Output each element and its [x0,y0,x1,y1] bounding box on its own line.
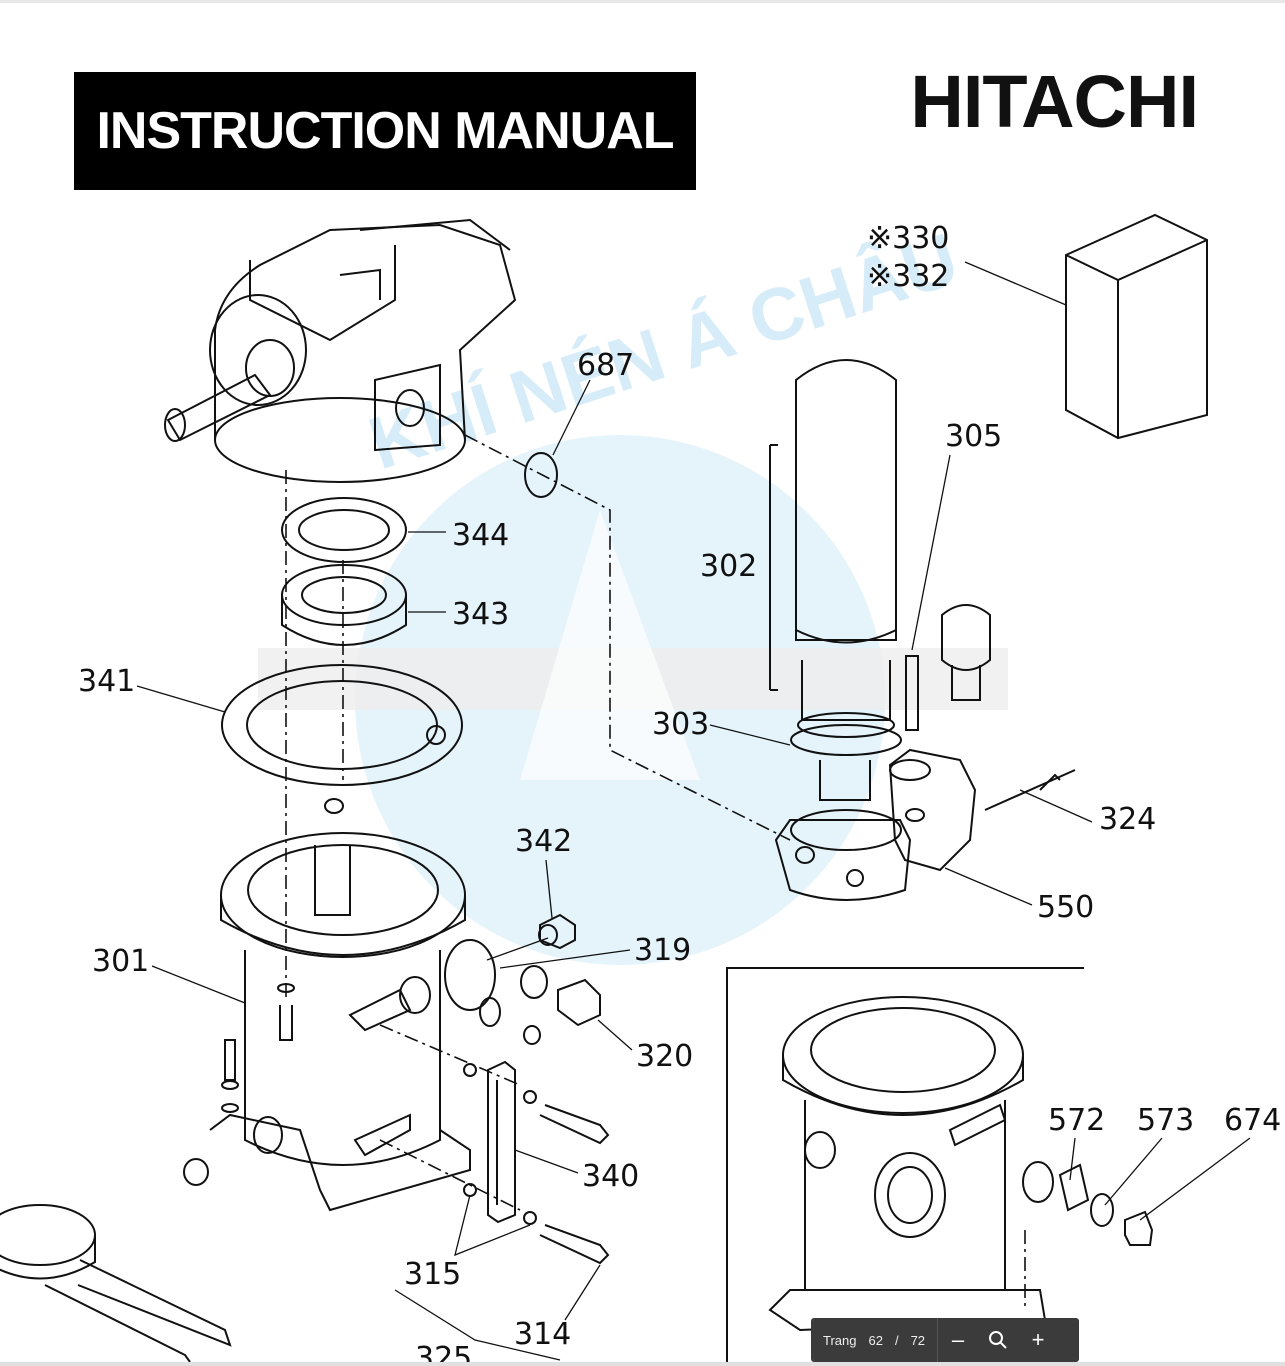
leader-lines [136,261,1251,1361]
magnifier-icon [989,1331,1007,1349]
part-label-341: 341 [78,664,135,699]
page-indicator: Trang 62 / 72 [811,1318,937,1362]
top-border [0,0,1285,3]
total-pages: 72 [910,1332,926,1348]
zoom-button[interactable] [978,1318,1018,1362]
toolbar-divider [937,1318,939,1362]
gasket-341 [221,664,463,786]
part-label-314: 314 [514,1317,571,1352]
page-label: Trang [823,1332,857,1348]
part-label-674: 674 [1224,1103,1281,1138]
page-separator: / [894,1332,899,1348]
oring-687 [524,452,558,498]
minus-icon: – [951,1327,965,1352]
part-label-572: 572 [1048,1103,1105,1138]
valve-assembly [888,604,1076,872]
part-label-305: 305 [945,419,1002,454]
box-330-332 [1065,213,1208,440]
part-label-687: 687 [577,348,634,383]
part-label-303: 303 [652,707,709,742]
part-label-301: 301 [92,944,149,979]
manual-title-box: INSTRUCTION MANUAL [74,72,696,190]
part-label-340: 340 [582,1159,639,1194]
part-label-550: 550 [1037,890,1094,925]
zoom-in-button[interactable]: + [1018,1318,1058,1362]
compressor-head [164,218,517,483]
part-label-302: 302 [700,549,757,584]
part-label-324: 324 [1099,802,1156,837]
inset-housing [768,996,1154,1332]
part-label-330: ※330 [867,221,949,256]
part-label-325: 325 [415,1341,472,1362]
housing-301 [183,798,541,1212]
ring-343 [281,564,407,646]
gasket-344 [281,497,407,563]
fitting-parts [520,913,601,1027]
part-label-342: 342 [515,824,572,859]
bottom-border [0,1362,1285,1366]
pdf-viewer-toolbar: Trang 62 / 72 – + [811,1318,1079,1362]
part-label-315: 315 [404,1257,461,1292]
tool-325 [0,1204,232,1362]
bolts-left [221,983,295,1113]
guide-lines [285,434,1026,1310]
manual-title: INSTRUCTION MANUAL [96,102,674,160]
filter-302 [769,359,912,901]
part-label-332: ※332 [867,259,949,294]
part-label-344: 344 [452,518,509,553]
current-page[interactable]: 62 [868,1332,883,1348]
part-label-320: 320 [636,1039,693,1074]
zoom-out-button[interactable]: – [938,1318,978,1362]
brand-logo: HITACHI [910,60,1199,143]
part-label-573: 573 [1137,1103,1194,1138]
part-label-319: 319 [634,933,691,968]
part-label-343: 343 [452,597,509,632]
plus-icon: + [1031,1327,1045,1352]
inset-frame [726,967,1084,1362]
